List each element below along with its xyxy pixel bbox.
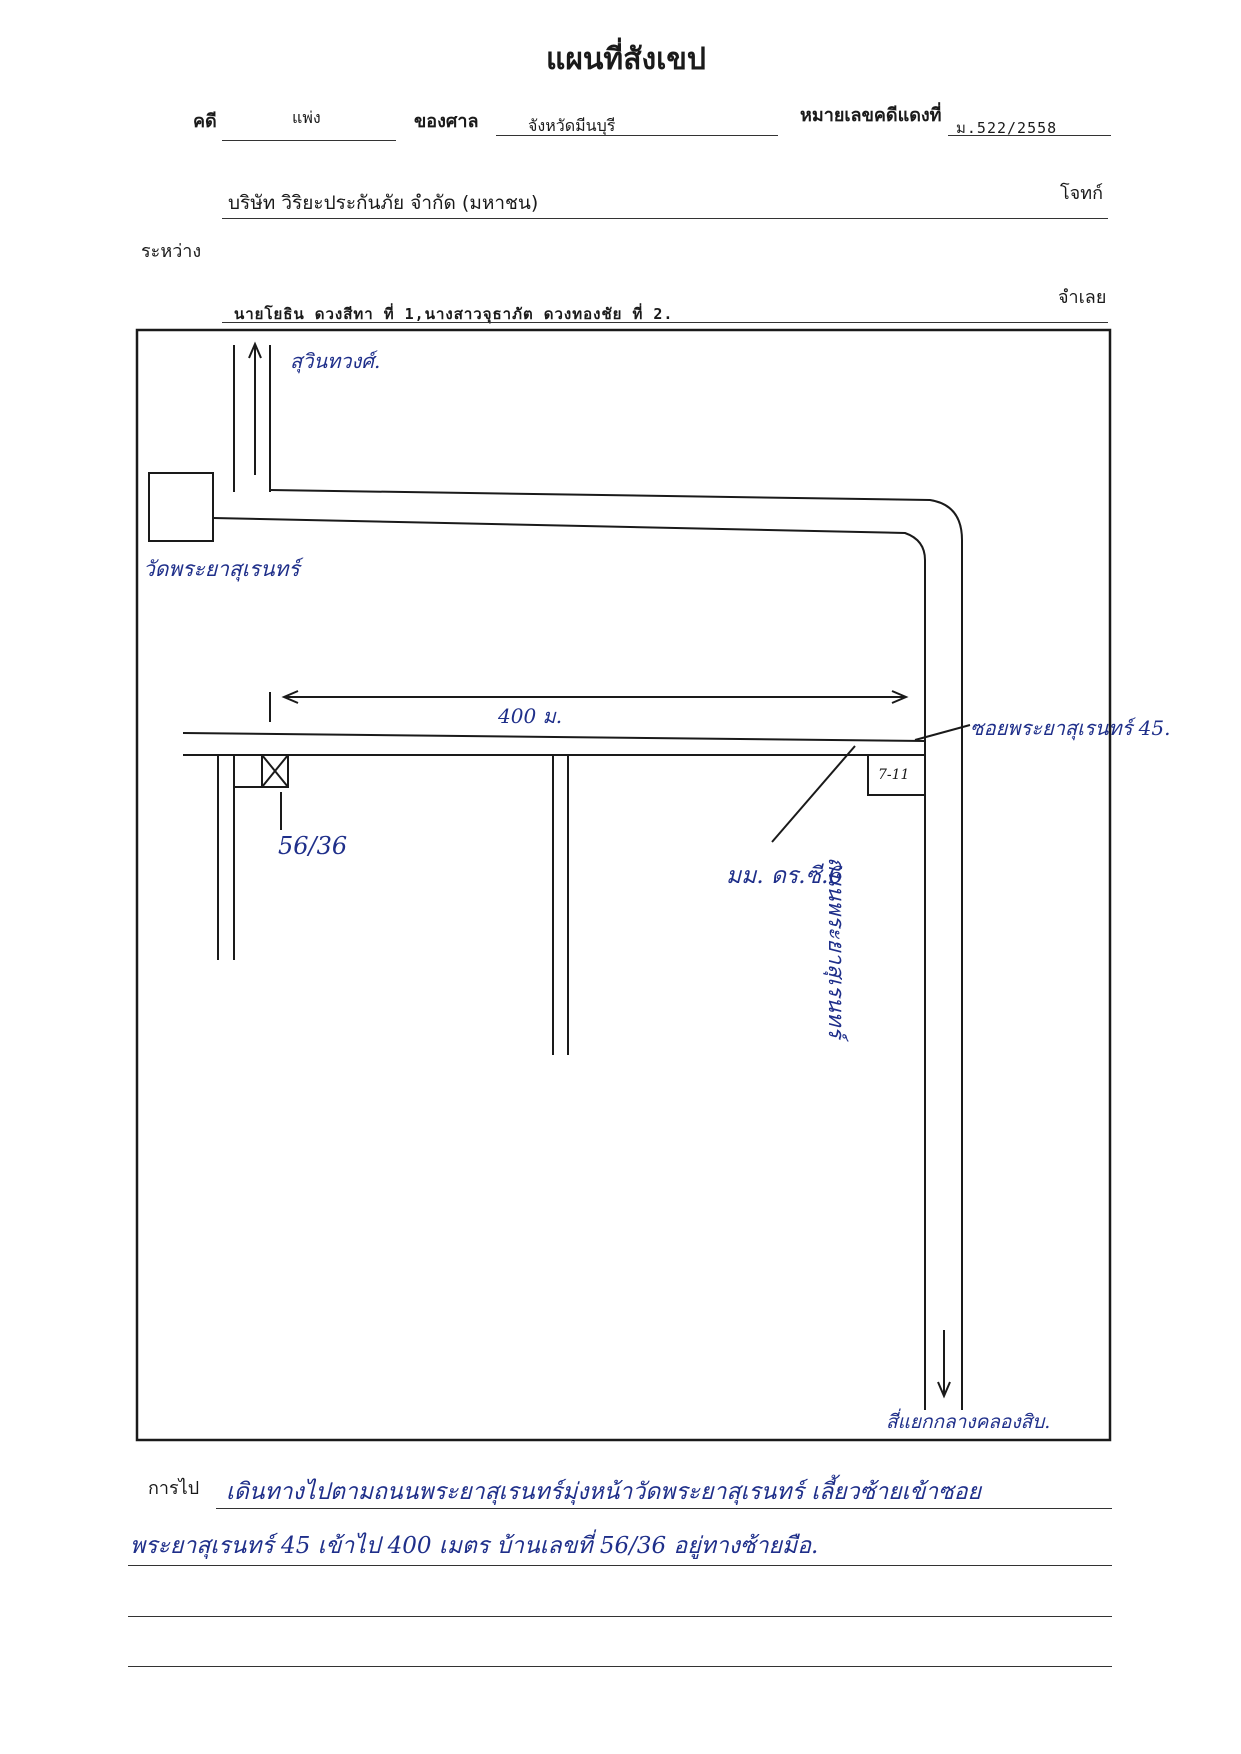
main-road-upper-edge [269,489,963,1410]
plaintiff-name: บริษัท วิริยะประกันภัย จำกัด (มหาชน) [228,192,539,214]
north-arrow-head [248,341,262,359]
red-case-number-underline [948,135,1111,136]
page-title: แผนที่สังเขป [546,42,706,77]
temple-building [148,472,214,542]
directions-line-2: พระยาสุเรนทร์ 45 เข้าไป 400 เมตร บ้านเลข… [130,1533,819,1559]
village-pointer [771,745,856,843]
seven-eleven-store [867,754,926,796]
case-label: คดี [193,111,217,132]
label-soi: ซอยพระยาสุเรนทร์ 45. [970,716,1171,740]
red-case-number-value: ม.522/2558 [956,119,1058,137]
south-arrow-head [937,1381,951,1399]
distance-arrow-left [281,690,299,704]
court-name-underline [496,135,778,136]
plaintiff-label: โจทก์ [1060,183,1103,204]
between-label: ระหว่าง [141,241,202,262]
label-north: สุวินทวงศ์. [290,349,381,373]
court-label: ของศาล [414,111,479,132]
label-temple: วัดพระยาสุเรนทร์ [143,557,300,581]
label-village: มม. ดร.ซี.6 [726,863,844,889]
directions-underline-4 [128,1666,1112,1667]
defendant-underline [222,322,1108,323]
directions-line-1: เดินทางไปตามถนนพระยาสุเรนทร์มุ่งหน้าวัดพ… [226,1479,981,1505]
directions-underline-1 [216,1508,1112,1509]
map-frame [135,328,1112,1442]
distance-arrow-right [891,690,909,704]
label-south: สี่แยกกลางคลองสิบ. [886,1411,1051,1433]
plaintiff-underline [222,218,1108,219]
house-marker-cross-b [261,754,289,788]
label-7eleven: 7-11 [878,767,910,783]
directions-underline-2 [128,1565,1112,1566]
case-type-underline [222,140,396,141]
label-road: ถนนพระยาสุเรนทร์ [822,857,848,1038]
main-road-lower-edge [212,517,926,1410]
soi-pointer [914,724,971,741]
court-name-value: จังหวัดมีนบุรี [528,116,616,135]
label-house-no: 56/36 [278,832,348,860]
defendant-label: จำเลย [1058,287,1107,308]
soi-upper-edge [182,732,926,742]
label-distance: 400 ม. [498,704,563,728]
house-56-36-marker [261,754,289,788]
directions-label: การไป [148,1478,200,1499]
defendant-names: นายโยธิน ดวงสีทา ที่ 1,นางสาวจุธาภัต ดวง… [234,305,674,323]
red-case-label: หมายเลขคดีแดงที่ [800,105,942,126]
directions-underline-3 [128,1616,1112,1617]
case-type-value: แพ่ง [292,108,321,127]
